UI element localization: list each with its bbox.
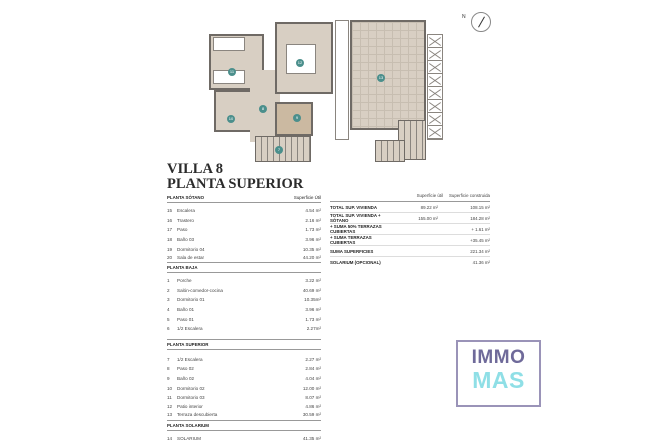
room-marker: 8 [259, 105, 267, 113]
room-marker: 7 [275, 146, 283, 154]
immomas-logo: IMMO MAS [456, 340, 541, 407]
floor-plan: 11 10 8 9 7 12 13 [200, 10, 450, 170]
bed-icon [213, 37, 245, 51]
summary-header: Superficie útil Superficie construida [330, 193, 490, 202]
summary-table: Superficie útil Superficie construida TO… [330, 193, 490, 268]
logo-line1: IMMO [458, 348, 539, 368]
page-title: VILLA 8 PLANTA SUPERIOR [167, 162, 303, 192]
stairs [375, 140, 405, 162]
room-dormitorio-02 [214, 90, 254, 132]
summary-row: + SUMA 50% TERRAZAS CUBIERTAS+ 1.61 m² [330, 224, 490, 235]
summary-row: + SUMA TERRAZAS CUBIERTAS+35.45 m² [330, 235, 490, 246]
room-terraza-descubierta [350, 20, 426, 130]
railing [335, 20, 349, 140]
room-marker: 13 [377, 74, 385, 82]
room-marker: 10 [227, 115, 235, 123]
summary-row: SOLARIUM (OPCIONAL)41.36 m² [330, 257, 490, 268]
section-header: PLANTA BAJA [167, 263, 321, 273]
section-header: PLANTA SUPERIOR [167, 340, 321, 350]
compass-north-label: N [462, 14, 466, 20]
room-marker: 11 [228, 68, 236, 76]
section-header: PLANTA SOLARIUM [167, 421, 321, 431]
room-marker: 9 [293, 114, 301, 122]
compass-icon [471, 12, 491, 32]
room-marker: 12 [296, 59, 304, 67]
title-villa: VILLA 8 [167, 162, 303, 177]
title-floor: PLANTA SUPERIOR [167, 177, 303, 192]
section-header: PLANTA SÓTANO Superficie Útil [167, 193, 321, 203]
stairs [255, 136, 311, 162]
railing-right [427, 34, 443, 140]
logo-line2: MAS [458, 368, 539, 392]
